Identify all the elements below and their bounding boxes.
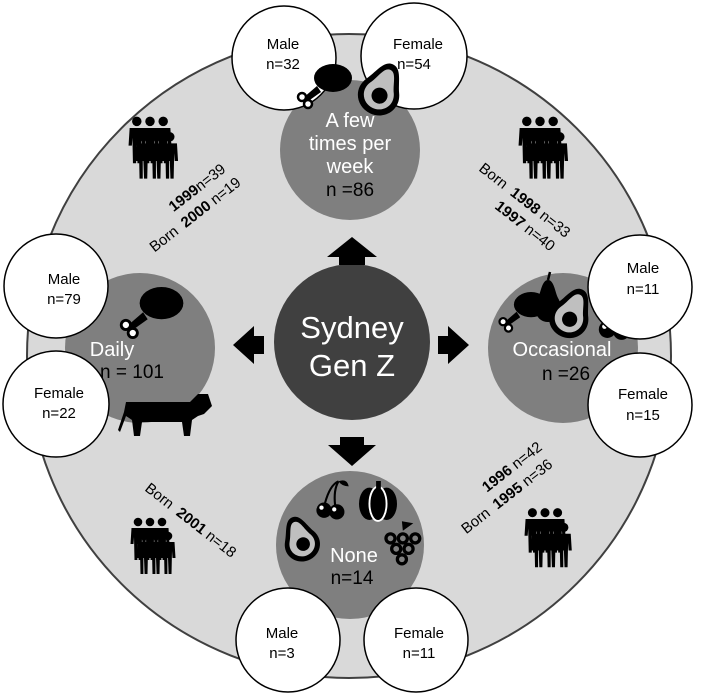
daily-label: Daily — [90, 339, 134, 361]
none-male-bubble — [235, 587, 341, 693]
occasional-male-n: n=11 — [627, 281, 660, 298]
few-times-female-n: n=54 — [397, 56, 431, 73]
daily-male-bubble — [3, 233, 109, 339]
few-times-male-label: Male — [267, 36, 300, 53]
none-total: n=14 — [331, 568, 374, 589]
none-female-bubble — [363, 587, 469, 693]
few-times-label-line1: A few — [326, 110, 375, 132]
few-times-total: n =86 — [326, 180, 374, 201]
occasional-male-label: Male — [627, 260, 660, 277]
arrow-up-icon — [327, 237, 377, 265]
daily-female-n: n=22 — [42, 405, 76, 422]
few-times-label-line3: week — [326, 156, 375, 178]
daily-female-label: Female — [34, 385, 84, 402]
arrow-down-icon — [328, 437, 376, 466]
none-female-n: n=11 — [403, 645, 436, 662]
arrow-right-icon — [438, 326, 469, 364]
none-female-label: Female — [394, 625, 444, 642]
few-times-label-line2: times per — [309, 133, 392, 155]
occasional-female-n: n=15 — [626, 407, 660, 424]
none-male-n: n=3 — [269, 645, 294, 662]
few-times-male-bubble — [231, 5, 337, 111]
arrow-left-icon — [233, 326, 264, 364]
daily-total: n = 101 — [100, 362, 164, 383]
few-times-female-label: Female — [393, 36, 443, 53]
hub-circle — [274, 264, 430, 420]
daily-male-n: n=79 — [47, 291, 81, 308]
hub-title-line2: Gen Z — [309, 348, 395, 383]
occasional-female-label: Female — [618, 386, 668, 403]
hub-title-line1: Sydney — [300, 310, 404, 345]
daily-male-label: Male — [48, 271, 81, 288]
none-label: None — [330, 545, 378, 567]
daily-female-bubble — [2, 350, 110, 458]
occasional-male-bubble — [587, 234, 693, 340]
none-male-label: Male — [266, 625, 299, 642]
occasional-label: Occasional — [513, 339, 612, 361]
few-times-male-n: n=32 — [266, 56, 300, 73]
occasional-female-bubble — [587, 352, 693, 458]
occasional-total: n =26 — [542, 364, 590, 385]
few-times-circle — [280, 80, 420, 220]
